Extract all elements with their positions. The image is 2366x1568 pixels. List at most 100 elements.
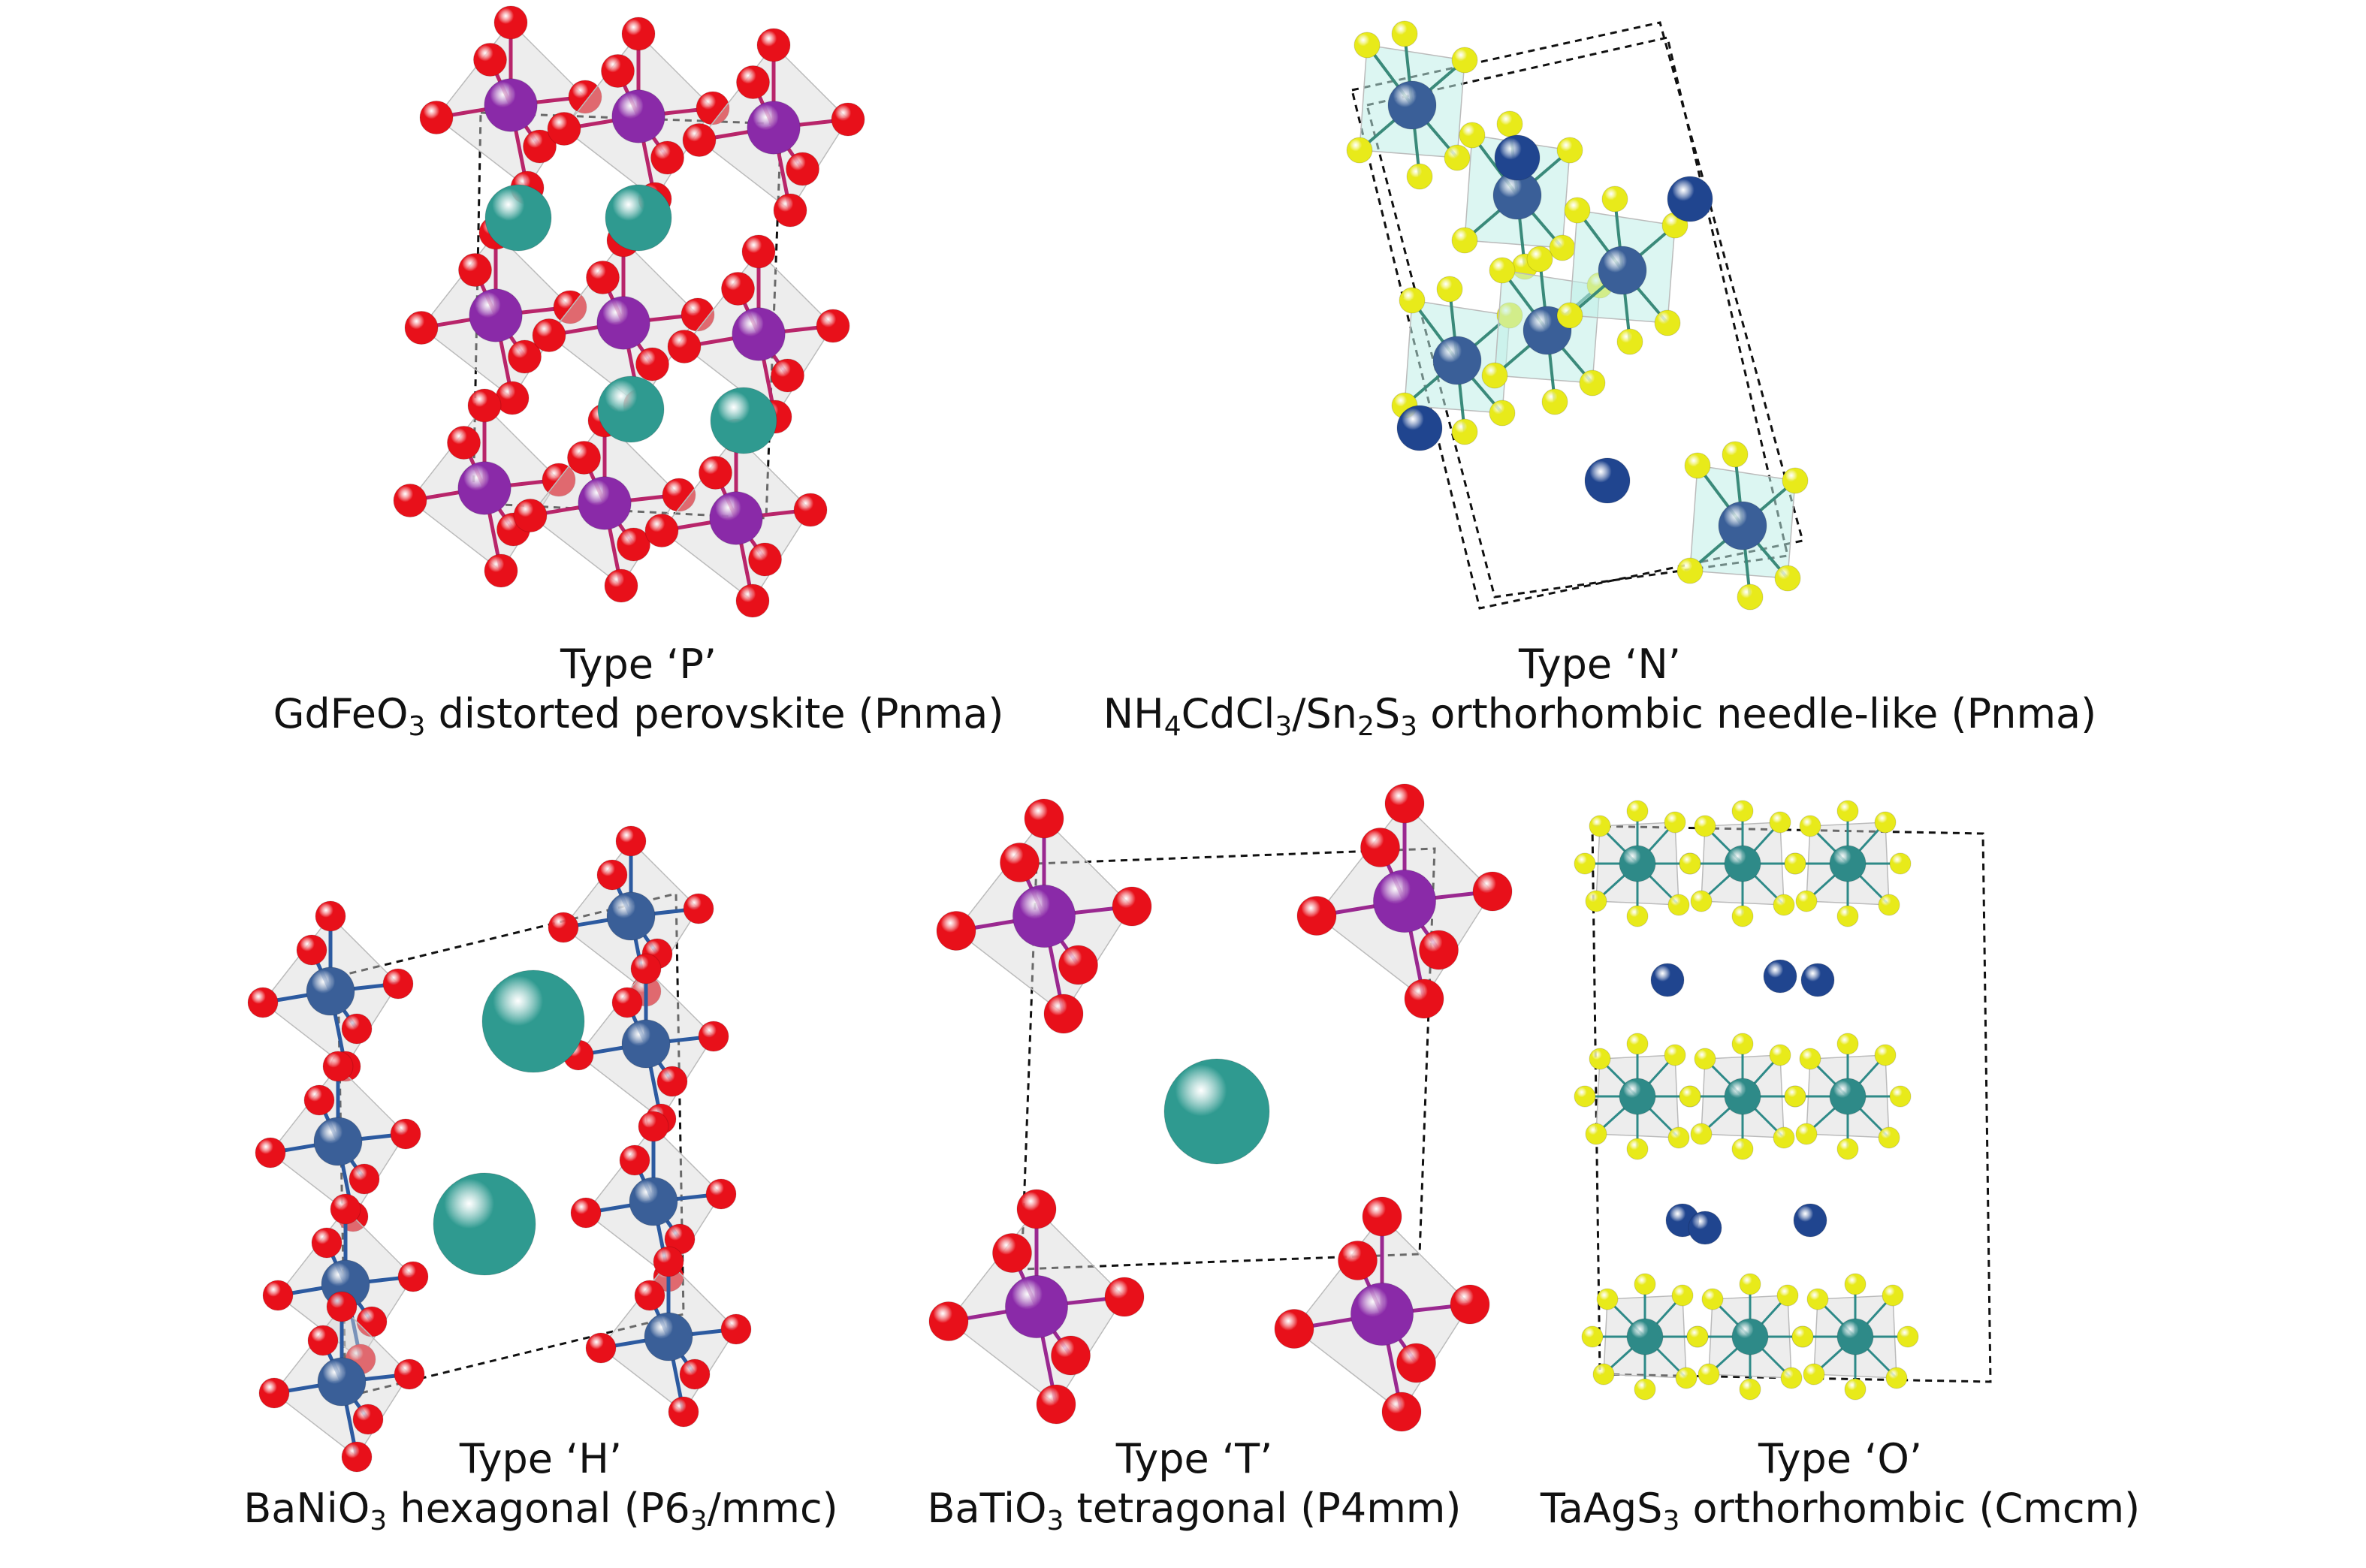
ta-atom-6 <box>1626 1318 1664 1355</box>
caption-t-type: Type ‘T’ <box>1115 1435 1273 1482</box>
caption-h-type: Type ‘H’ <box>459 1435 623 1482</box>
s-atom-4-3 <box>1690 1123 1713 1145</box>
nio6-octahedron-1-ligand-1 <box>390 1118 421 1150</box>
nio6-octahedron-3-ligand-0 <box>326 1291 358 1322</box>
tio6-octahedron-1-center-atom <box>1372 869 1437 933</box>
cl-atom-2-5 <box>1451 418 1478 445</box>
s-atom-2-0 <box>1799 815 1821 837</box>
ag-atom-0 <box>1650 963 1685 997</box>
cl-atom-1-1 <box>1556 137 1583 164</box>
tio6-octahedron-1-ligand-3 <box>1296 896 1337 936</box>
tio6-octahedron-3-center-atom <box>1350 1282 1414 1346</box>
gd-atom-1 <box>484 184 552 252</box>
fe-octahedron-3-ligand-1 <box>553 290 587 324</box>
tio6-octahedron-3-ligand-4 <box>1338 1241 1378 1280</box>
fe-octahedron-0-ligand-5 <box>523 129 557 164</box>
nio6-octahedron-6-ligand-0 <box>638 1111 669 1142</box>
nio6-octahedron-1-ligand-5 <box>349 1163 380 1195</box>
caption-n: Type ‘N’ NH4CdCl3/Sn2S3 orthorhombic nee… <box>1037 640 2163 740</box>
tio6-octahedron-0-ligand-2 <box>1043 994 1084 1034</box>
ta-atom-4 <box>1724 1078 1761 1115</box>
nio6-octahedron-3-ligand-5 <box>352 1404 384 1435</box>
s-atom-5-1 <box>1874 1044 1897 1066</box>
taags3-structure-diagram <box>1574 800 1992 1401</box>
caption-t-description: BaTiO3 tetragonal (P4mm) <box>927 1485 1462 1536</box>
s-atom-8-3 <box>1803 1363 1825 1386</box>
nio6-octahedron-5-ligand-4 <box>611 987 643 1018</box>
caption-p-description: GdFeO3 distorted perovskite (Pnma) <box>273 690 1004 742</box>
tio6-octahedron-1-ligand-5 <box>1419 930 1459 970</box>
caption-o-description: TaAgS3 orthorhombic (Cmcm) <box>1540 1485 2141 1536</box>
cl-atom-1-0 <box>1459 122 1486 149</box>
tio6-octahedron-1-ligand-0 <box>1384 783 1425 824</box>
ta-atom-8 <box>1836 1318 1874 1355</box>
s-atom-0-1 <box>1664 811 1686 834</box>
s-atom-5-5 <box>1836 1138 1859 1160</box>
nio6-octahedron-5-ligand-5 <box>656 1066 688 1097</box>
tio6-octahedron-2-ligand-0 <box>1016 1189 1057 1229</box>
cl-atom-1-4 <box>1496 110 1523 137</box>
ta-atom-2 <box>1829 845 1867 882</box>
nio6-octahedron-4-ligand-3 <box>548 912 579 943</box>
ta-atom-5 <box>1829 1078 1867 1115</box>
fe-octahedron-2-ligand-0 <box>756 28 791 62</box>
cl-atom-0-1 <box>1451 47 1478 74</box>
unit-cell-outline-back <box>1366 36 1789 599</box>
s-atom-5-2 <box>1878 1126 1900 1149</box>
s-atom-7-0 <box>1701 1288 1724 1310</box>
caption-n-type: Type ‘N’ <box>1519 641 1681 688</box>
unit-cell-outline <box>1591 825 1992 1383</box>
nh4-atom-3 <box>1584 457 1631 504</box>
s-atom-4-6 <box>1679 1085 1701 1108</box>
ag-atom-2 <box>1800 963 1835 997</box>
tio6-octahedron-2-ligand-4 <box>992 1233 1032 1273</box>
s-atom-7-2 <box>1780 1367 1803 1389</box>
s-atom-8-2 <box>1885 1367 1908 1389</box>
fe-octahedron-7-ligand-1 <box>662 478 696 512</box>
fe-octahedron-2-ligand-2 <box>773 193 807 228</box>
fe-octahedron-3-ligand-4 <box>458 253 492 287</box>
cl-atom-0-3 <box>1346 137 1373 164</box>
cl-atom-5-1 <box>1782 467 1809 494</box>
tio6-octahedron-3-ligand-2 <box>1381 1392 1422 1432</box>
structure-panel-n <box>1307 0 1833 631</box>
ag-atom-4 <box>1688 1211 1722 1245</box>
cl-atom-2-0 <box>1399 287 1426 314</box>
gd-atom-4 <box>710 387 777 454</box>
cl-atom-3-5 <box>1541 388 1568 415</box>
nio6-octahedron-7-ligand-1 <box>720 1313 752 1345</box>
s-atom-7-1 <box>1776 1284 1799 1307</box>
nio6-octahedron-7-center-atom <box>644 1312 693 1361</box>
s-atom-6-5 <box>1634 1378 1656 1401</box>
s-atom-3-6 <box>1574 1085 1596 1108</box>
tio6-octahedron-1-ligand-4 <box>1360 828 1400 867</box>
fe-octahedron-0-center-atom <box>484 78 538 132</box>
s-atom-8-0 <box>1806 1288 1829 1310</box>
fe-octahedron-1-ligand-1 <box>696 91 730 125</box>
s-atom-3-1 <box>1664 1044 1686 1066</box>
fe-octahedron-5-center-atom <box>732 307 786 361</box>
tio6-octahedron-0-ligand-5 <box>1058 945 1098 985</box>
cl-atom-3-0 <box>1489 257 1516 284</box>
fe-octahedron-0-ligand-1 <box>568 80 602 114</box>
s-atom-1-2 <box>1773 894 1795 916</box>
fe-octahedron-1-ligand-5 <box>650 140 684 175</box>
s-atom-7-5 <box>1739 1378 1761 1401</box>
s-atom-5-4 <box>1836 1033 1859 1055</box>
tio6-octahedron-0-ligand-1 <box>1112 886 1152 927</box>
nio6-octahedron-0-ligand-3 <box>247 987 279 1018</box>
s-atom-3-0 <box>1589 1048 1611 1070</box>
tio6-octahedron-2-ligand-1 <box>1104 1277 1145 1317</box>
s-atom-3-3 <box>1585 1123 1607 1145</box>
s-atom-3-2 <box>1667 1126 1690 1149</box>
tio6-octahedron-0-ligand-3 <box>936 911 976 951</box>
caption-t: Type ‘T’ BaTiO3 tetragonal (P4mm) <box>894 1434 1495 1536</box>
fe-octahedron-7-ligand-2 <box>604 568 638 603</box>
fe-octahedron-7-ligand-5 <box>617 527 650 562</box>
gd-atom-2 <box>605 184 672 252</box>
cd-atom-5 <box>1718 501 1767 550</box>
nio6-octahedron-5-center-atom <box>621 1019 671 1069</box>
cl-atom-0-4 <box>1391 20 1418 47</box>
nio6-octahedron-0-ligand-5 <box>341 1013 373 1045</box>
unit-cell-outline <box>472 111 783 520</box>
